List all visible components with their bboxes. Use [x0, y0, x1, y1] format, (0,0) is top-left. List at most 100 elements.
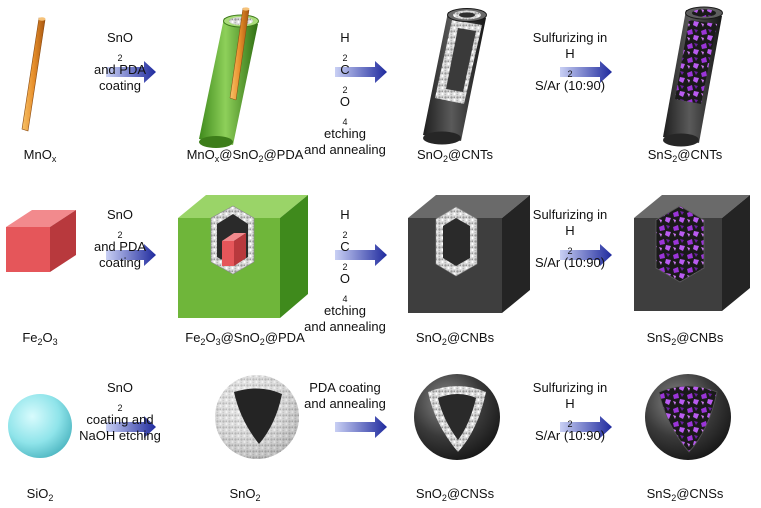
material-label: Fe2O3@SnO2@PDA: [185, 330, 305, 347]
text-run: O: [205, 330, 216, 345]
subscript: 2: [441, 337, 447, 347]
subscript: 2: [48, 493, 54, 503]
material-label: MnOx@SnO2@PDA: [186, 147, 304, 164]
process-arrow: [106, 416, 156, 438]
subscript: 2: [342, 230, 348, 240]
text-run: SiO: [26, 486, 49, 501]
material-label: SnS2@CNSs: [646, 486, 724, 503]
text-run: H: [340, 30, 350, 45]
text-run: C: [340, 239, 350, 254]
subscript: 2: [117, 403, 123, 413]
text-run: S/Ar (10:90): [534, 78, 606, 93]
text-run: Sulfurizing in: [532, 30, 608, 45]
subscript: 2: [567, 419, 573, 429]
process-arrow: [560, 416, 612, 438]
text-run: and annealing: [304, 396, 386, 411]
step-line: SnO 2 coating and: [79, 380, 161, 428]
text-run: @CNSs: [446, 486, 495, 501]
text-run: etching: [324, 303, 366, 318]
process-arrow: [335, 416, 387, 438]
subscript: 4: [342, 117, 348, 127]
text-run: H: [565, 223, 575, 238]
subscript: 2: [342, 85, 348, 95]
step-line: PDA coating: [304, 380, 386, 396]
text-run: and annealing: [304, 142, 386, 157]
process-arrow: [106, 61, 156, 83]
text-run: @SnO: [219, 147, 259, 162]
step-line: Sulfurizing in: [533, 380, 607, 396]
text-run: C: [340, 62, 350, 77]
material-label: MnOx: [24, 147, 57, 164]
sns2-cns-sphere: [645, 374, 731, 460]
text-run: and PDA: [93, 239, 147, 254]
material-label: SnO2@CNTs: [417, 147, 493, 164]
subscript: 2: [259, 337, 265, 347]
text-run: @PDA: [263, 147, 304, 162]
text-run: and PDA: [93, 62, 147, 77]
text-run: H: [565, 396, 575, 411]
process-arrow: [335, 244, 387, 266]
mnox-rod: [21, 17, 46, 132]
step-line: coating: [94, 255, 146, 271]
text-run: PDA coating: [309, 380, 381, 395]
text-run: @CNBs: [676, 330, 724, 345]
step-line: Sulfurizing in: [533, 207, 607, 223]
material-label: SnO2@CNBs: [416, 330, 495, 347]
text-run: SnO: [229, 486, 256, 501]
step-line: and annealing: [304, 142, 386, 158]
text-run: etching: [324, 126, 366, 141]
subscript: 2: [672, 154, 678, 164]
sio2-sphere: [8, 394, 72, 458]
text-run: SnS: [647, 147, 673, 162]
text-run: coating: [99, 255, 141, 270]
material-label: SnO2@CNSs: [415, 486, 495, 503]
mnox-sno2-pda-tube: [199, 7, 259, 148]
text-run: MnO: [186, 147, 215, 162]
text-run: @SnO: [220, 330, 260, 345]
subscript: 2: [117, 230, 123, 240]
subscript: 2: [671, 337, 677, 347]
step-line: Sulfurizing in: [533, 30, 607, 46]
subscript: 3: [52, 337, 58, 347]
subscript: 2: [567, 69, 573, 79]
subscript: 2: [258, 154, 264, 164]
subscript: x: [214, 154, 220, 164]
material-label: SnO2: [229, 486, 261, 503]
fe2o3-sno2-pda-cube: [178, 195, 308, 318]
step-line: NaOH etching: [79, 428, 161, 444]
text-run: SnO: [415, 486, 442, 501]
text-run: @CNBs: [446, 330, 495, 345]
sns2-cnt-tube: [663, 6, 723, 147]
subscript: 2: [255, 493, 261, 503]
material-label: SiO2: [26, 486, 54, 503]
subscript: 2: [567, 246, 573, 256]
step-line: and annealing: [304, 396, 386, 412]
text-run: coating and: [86, 412, 154, 427]
text-run: SnO: [106, 207, 134, 222]
text-run: O: [339, 94, 351, 109]
text-run: H: [340, 207, 350, 222]
process-arrow: [106, 244, 156, 266]
text-run: SnS: [646, 486, 672, 501]
subscript: 2: [671, 493, 677, 503]
material-label: SnS2@CNTs: [647, 147, 723, 164]
text-run: SnO: [106, 380, 133, 395]
text-run: Sulfurizing in: [532, 207, 608, 222]
text-run: O: [42, 330, 53, 345]
text-run: and annealing: [304, 319, 386, 334]
subscript: 2: [443, 154, 449, 164]
sno2-cns-sphere: [414, 374, 500, 460]
sno2-hollow-sphere: [215, 375, 299, 459]
step-line: and annealing: [304, 319, 386, 335]
